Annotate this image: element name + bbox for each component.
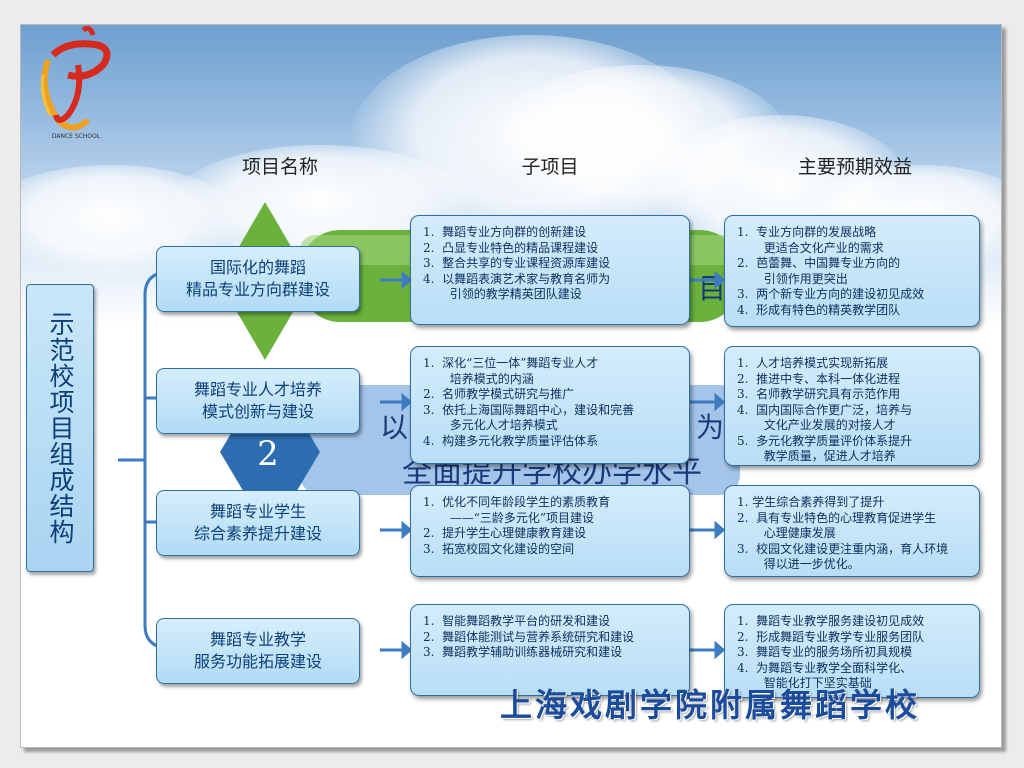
project-name-line: 国际化的舞蹈 xyxy=(209,258,306,277)
benefit-item: 引领作用更突出 xyxy=(737,271,848,286)
benefit-item: 5. 多元化教学质量评价体系提升 xyxy=(737,433,913,448)
project-box-3: 舞蹈专业学生 综合素养提升建设 xyxy=(156,490,360,556)
subproject-item: 4. 构建多元化教学质量评估体系 xyxy=(423,433,599,448)
subproject-item: 3. 依托上海国际舞蹈中心，建设和完善 xyxy=(423,402,635,417)
green-triangle-down xyxy=(230,300,300,360)
subproject-item: 引领的教学精英团队建设 xyxy=(423,287,582,301)
benefit-item: 心理健康发展 xyxy=(737,526,836,540)
subproject-box-3: 1. 优化不同年龄段学生的素质教育 ——“三龄多元化”项目建设 2. 提升学生心… xyxy=(410,485,690,577)
benefit-item: 4. 为舞蹈专业教学全面科学化、 xyxy=(737,660,913,675)
subproject-box-4: 1. 智能舞蹈教学平台的研发和建设 2. 舞蹈体能测试与营养系统研究和建设 3.… xyxy=(410,604,690,696)
project-box-4: 舞蹈专业教学 服务功能拓展建设 xyxy=(156,618,360,684)
benefit-item: 2. 具有专业特色的心理教育促进学生 xyxy=(737,510,937,525)
header-sub-project: 子项目 xyxy=(521,156,579,178)
benefit-item: 教学质量，促进人才培养 xyxy=(737,449,896,463)
subproject-item: 4. 以舞蹈表演艺术家与教育名师为 xyxy=(423,271,611,286)
project-name-line: 精品专业方向群建设 xyxy=(185,280,330,299)
subproject-item: 2. 名师教学模式研究与推广 xyxy=(423,387,575,401)
fragment-a: 目 xyxy=(698,272,726,305)
benefit-item: 3. 名师教学研究具有示范作用 xyxy=(737,387,901,401)
bracket-connectors xyxy=(118,270,176,650)
benefit-box-2: 1. 人才培养模式实现新拓展 2. 推进中专、本科一体化进程 3. 名师教学研究… xyxy=(724,346,980,466)
subproject-item: 1. 深化“三位一体”舞蹈专业人才 xyxy=(423,356,599,370)
row-arrows xyxy=(380,270,726,660)
fragment-b: 以 xyxy=(380,411,408,444)
subproject-item: 2. 舞蹈体能测试与营养系统研究和建设 xyxy=(423,629,635,644)
subproject-item: 培养模式的内涵 xyxy=(423,371,534,386)
benefit-item: 1. 专业方向群的发展战略 xyxy=(737,225,877,239)
subproject-item: 多元化人才培养模式 xyxy=(423,418,558,432)
benefit-box-1: 1. 专业方向群的发展战略 更适合文化产业的需求 2. 芭蕾舞、中国舞专业方向的… xyxy=(724,215,980,327)
benefit-item: 1. 学生综合素养得到了提升 xyxy=(737,495,885,509)
subproject-item: 3. 拓宽校园文化建设的空间 xyxy=(423,541,575,556)
benefit-item: 2. 形成舞蹈专业教学专业服务团队 xyxy=(737,629,925,644)
benefit-item: 3. 两个新专业方向的建设初见成效 xyxy=(737,287,925,301)
fragment-c: 为 xyxy=(696,411,724,444)
benefit-item: 智能化打下坚实基础 xyxy=(737,676,872,690)
benefit-item: 更适合文化产业的需求 xyxy=(737,240,884,255)
benefit-item: 2. 芭蕾舞、中国舞专业方向的 xyxy=(737,256,901,270)
benefit-item: 3. 校园文化建设更注重内涵，育人环境 xyxy=(737,541,949,556)
benefit-item: 2. 推进中专、本科一体化进程 xyxy=(737,371,901,386)
project-name-line: 舞蹈专业教学 xyxy=(209,630,306,649)
project-box-2: 舞蹈专业人才培养 模式创新与建设 xyxy=(156,368,360,434)
benefit-item: 1. 人才培养模式实现新拓展 xyxy=(737,356,889,370)
benefit-item: 4. 国内国际合作更广泛，培养与 xyxy=(737,402,913,417)
footer-school-name: 上海戏剧学院附属舞蹈学校 xyxy=(500,686,921,724)
project-box-1: 国际化的舞蹈 精品专业方向群建设 xyxy=(156,246,360,312)
benefit-item: 3. 舞蹈专业的服务场所初具规模 xyxy=(737,645,913,659)
subproject-item: 2. 提升学生心理健康教育建设 xyxy=(423,526,587,540)
benefit-item: 4. 形成有特色的精英教学团队 xyxy=(737,302,901,317)
subproject-item: 3. 整合共享的专业课程资源库建设 xyxy=(423,256,611,270)
project-name-line: 舞蹈专业学生 xyxy=(209,502,306,521)
subproject-item: 1. 智能舞蹈教学平台的研发和建设 xyxy=(423,614,611,628)
header-benefits: 主要预期效益 xyxy=(797,156,912,178)
side-label: 示范校项目组成结构 xyxy=(26,284,94,572)
project-name-line: 舞蹈专业人才培养 xyxy=(193,380,322,399)
project-name-line: 模式创新与建设 xyxy=(201,402,314,421)
project-name-line: 服务功能拓展建设 xyxy=(193,652,322,671)
logo-text: DANCE SCHOOL xyxy=(52,133,101,140)
hexagon-number: 2 xyxy=(257,434,279,474)
subproject-box-2: 1. 深化“三位一体”舞蹈专业人才 培养模式的内涵 2. 名师教学模式研究与推广… xyxy=(410,346,690,464)
subproject-box-1: 1. 舞蹈专业方向群的创新建设 2. 凸显专业特色的精品课程建设 3. 整合共享… xyxy=(410,215,690,325)
subproject-item: 2. 凸显专业特色的精品课程建设 xyxy=(423,240,599,255)
benefit-box-4: 1. 舞蹈专业教学服务建设初见成效 2. 形成舞蹈专业教学专业服务团队 3. 舞… xyxy=(724,604,980,698)
header-project-name: 项目名称 xyxy=(241,156,318,178)
subproject-item: ——“三龄多元化”项目建设 xyxy=(423,510,594,525)
project-name-line: 综合素养提升建设 xyxy=(193,524,322,543)
subproject-item: 1. 优化不同年龄段学生的素质教育 xyxy=(423,495,611,509)
subproject-item: 1. 舞蹈专业方向群的创新建设 xyxy=(423,225,587,239)
benefit-box-3: 1. 学生综合素养得到了提升 2. 具有专业特色的心理教育促进学生 心理健康发展… xyxy=(724,485,980,577)
benefit-item: 得以进一步优化。 xyxy=(737,557,860,571)
benefit-item: 1. 舞蹈专业教学服务建设初见成效 xyxy=(737,614,925,628)
school-logo: DANCE SCHOOL xyxy=(40,25,111,140)
subproject-item: 3. 舞蹈教学辅助训练器械研究和建设 xyxy=(423,645,623,659)
benefit-item: 文化产业发展的对接人才 xyxy=(737,418,896,432)
